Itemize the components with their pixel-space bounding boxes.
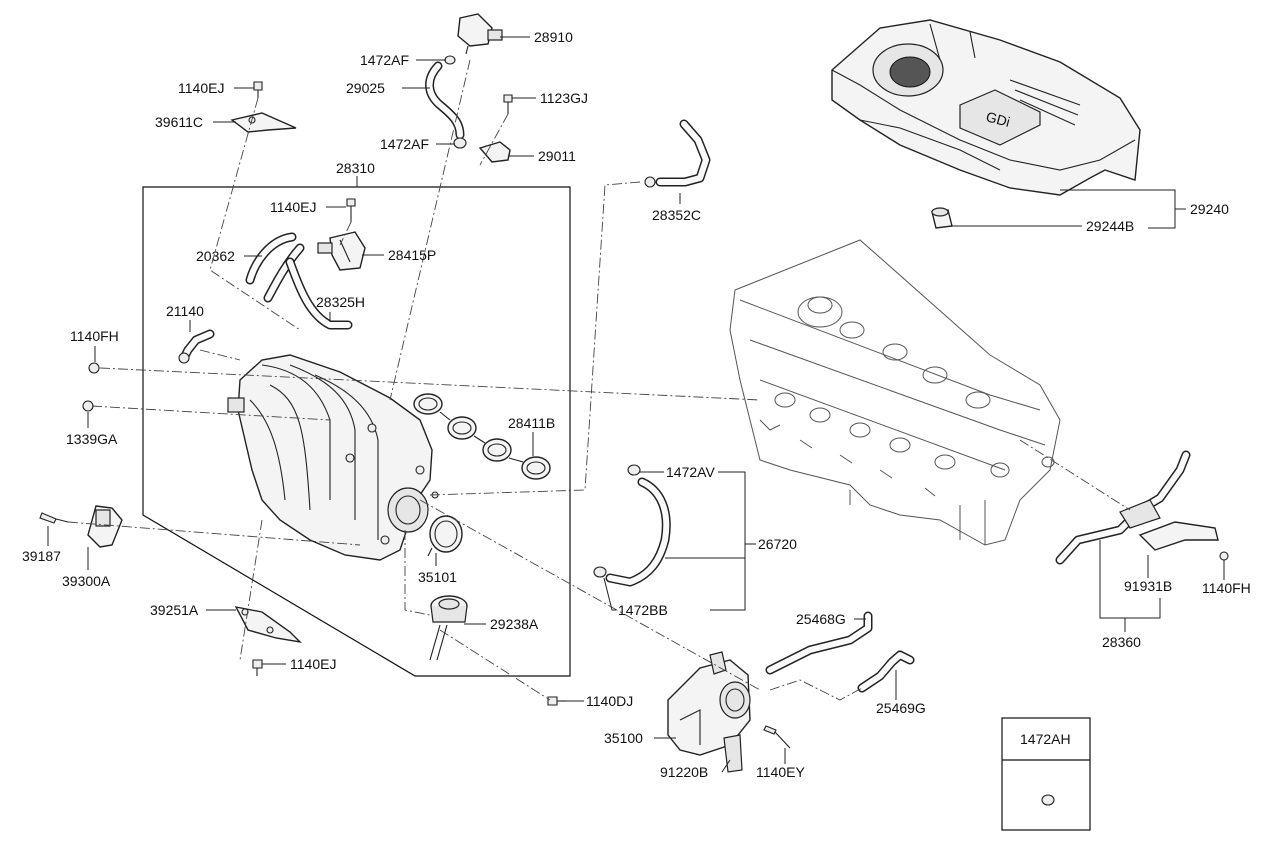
label-39251A: 39251A bbox=[150, 602, 199, 618]
label-29025: 29025 bbox=[346, 80, 385, 96]
label-35100: 35100 bbox=[604, 730, 643, 746]
label-1140FH-right: 1140FH bbox=[1202, 580, 1251, 596]
label-29238A: 29238A bbox=[490, 616, 539, 632]
label-29240: 29240 bbox=[1190, 201, 1229, 217]
label-1140DJ: 1140DJ bbox=[586, 693, 633, 709]
label-1140EJ-top: 1140EJ bbox=[178, 80, 224, 96]
cover-grommet bbox=[931, 207, 953, 229]
part-labels: 28910 1472AF 29025 1472AF 1123GJ 29011 1… bbox=[22, 29, 1251, 780]
coolant-hose-lower bbox=[857, 650, 915, 693]
bracket-lower bbox=[234, 606, 303, 644]
vacuum-hose bbox=[285, 257, 353, 330]
label-1140FH-left: 1140FH bbox=[70, 328, 119, 344]
label-1140EY: 1140EY bbox=[756, 764, 805, 780]
cover-badge-text: GDi bbox=[984, 108, 1011, 130]
engine-cover: GDi bbox=[831, 19, 1141, 196]
sensor-bracket bbox=[723, 734, 743, 773]
label-1472AH: 1472AH bbox=[1020, 731, 1071, 747]
breather-hose bbox=[644, 119, 711, 188]
throttle-body bbox=[667, 651, 751, 756]
bolt-1140DJ bbox=[547, 696, 566, 706]
label-25468G: 25468G bbox=[796, 611, 846, 627]
bolt-1140EJ-bottom bbox=[252, 659, 263, 676]
clamp-1472AF-top bbox=[444, 55, 456, 65]
bolt-1140EY bbox=[763, 725, 791, 749]
label-91931B: 91931B bbox=[1124, 578, 1172, 594]
label-1472AF-top: 1472AF bbox=[360, 52, 409, 68]
label-1472AV: 1472AV bbox=[666, 464, 715, 480]
bolt-1140EJ-mid bbox=[346, 198, 356, 222]
throttle-gasket-ring bbox=[427, 515, 463, 557]
intake-gasket bbox=[413, 393, 551, 480]
bolt-1140FH-left bbox=[88, 362, 100, 374]
bolt-1140FH-right bbox=[1219, 551, 1229, 561]
sensor-bolt bbox=[39, 512, 69, 524]
manifold-assembly-box bbox=[142, 186, 571, 677]
label-28360: 28360 bbox=[1102, 634, 1141, 650]
bolt-1123GJ bbox=[503, 94, 513, 114]
center-lines bbox=[67, 59, 1131, 701]
label-21140: 21140 bbox=[166, 303, 204, 319]
pipe-bracket bbox=[1138, 521, 1219, 551]
label-29244B: 29244B bbox=[1086, 218, 1134, 234]
purge-valve bbox=[457, 13, 503, 55]
label-1339GA: 1339GA bbox=[66, 431, 118, 447]
label-28411B: 28411B bbox=[508, 415, 555, 431]
vacuum-actuator bbox=[429, 595, 468, 661]
label-28352C: 28352C bbox=[652, 207, 701, 223]
label-28415P: 28415P bbox=[388, 247, 436, 263]
clamp-1472AF-bottom bbox=[453, 137, 467, 149]
pcv-fitting bbox=[178, 329, 215, 364]
label-39611C: 39611C bbox=[155, 114, 203, 130]
label-28310: 28310 bbox=[336, 160, 375, 176]
label-25469G: 25469G bbox=[876, 700, 926, 716]
label-39300A: 39300A bbox=[62, 573, 111, 589]
coolant-pipe bbox=[1055, 450, 1191, 565]
leader-lines bbox=[47, 36, 1225, 773]
bracket-upper bbox=[230, 112, 297, 133]
part-box-1472AH: 1472AH bbox=[1001, 717, 1091, 831]
engine-block bbox=[729, 239, 1061, 546]
label-1123GJ: 1123GJ bbox=[540, 90, 588, 106]
label-39187: 39187 bbox=[22, 548, 61, 564]
label-26720: 26720 bbox=[758, 536, 797, 552]
purge-bracket bbox=[478, 141, 511, 163]
label-20362: 20362 bbox=[196, 248, 235, 264]
label-1472AF-bottom: 1472AF bbox=[380, 136, 429, 152]
label-1140EJ-bottom: 1140EJ bbox=[290, 656, 336, 672]
coolant-hose bbox=[593, 464, 671, 587]
coolant-hose-upper bbox=[765, 611, 873, 675]
purge-hose bbox=[425, 61, 465, 140]
intake-manifold bbox=[227, 354, 439, 561]
label-91220B: 91220B bbox=[660, 764, 708, 780]
clamp-1472AH bbox=[1041, 794, 1055, 806]
label-35101: 35101 bbox=[418, 569, 457, 585]
label-29011: 29011 bbox=[538, 148, 576, 164]
label-1472BB: 1472BB bbox=[618, 602, 668, 618]
label-28910: 28910 bbox=[534, 29, 573, 45]
label-1140EJ-mid: 1140EJ bbox=[270, 199, 316, 215]
bolt-1140EJ-top bbox=[253, 81, 263, 98]
solenoid-valve bbox=[317, 231, 366, 271]
bolt-1339GA bbox=[82, 400, 94, 412]
map-sensor bbox=[87, 505, 123, 548]
label-28325H: 28325H bbox=[316, 294, 365, 310]
pcv-hose bbox=[245, 232, 305, 303]
